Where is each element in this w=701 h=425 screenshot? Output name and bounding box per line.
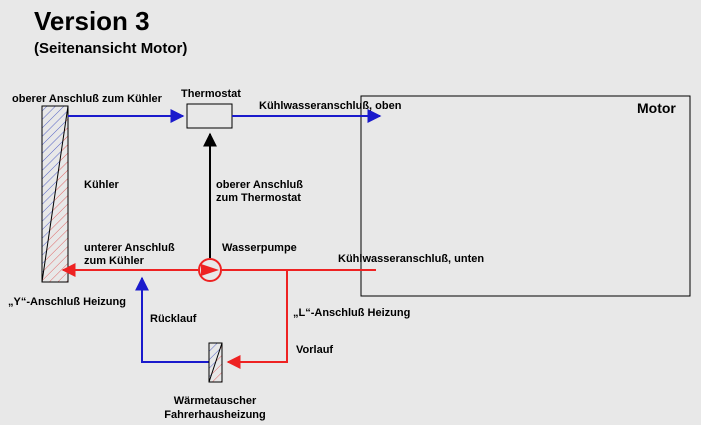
page-title: Version 3 bbox=[34, 6, 150, 36]
label-lower-radiator-1: unterer Anschluß bbox=[84, 242, 175, 254]
label-upper-thermostat-2: zum Thermostat bbox=[216, 192, 301, 204]
label-l-junction: „L“-Anschluß Heizung bbox=[293, 307, 410, 319]
label-upper-radiator: oberer Anschluß zum Kühler bbox=[12, 93, 163, 105]
label-ruecklauf: Rücklauf bbox=[150, 313, 197, 325]
label-coolant-bottom: Kühlwasseranschluß, unten bbox=[338, 253, 484, 265]
label-y-junction: „Y“-Anschluß Heizung bbox=[8, 296, 126, 308]
label-heat-exchanger-1: Wärmetauscher bbox=[174, 395, 257, 407]
page-subtitle: (Seitenansicht Motor) bbox=[34, 40, 187, 57]
thermostat-box bbox=[186, 103, 233, 129]
water-pump-icon bbox=[198, 258, 222, 282]
label-coolant-top: Kühlwasseranschluß, oben bbox=[259, 100, 402, 112]
motor-label: Motor bbox=[637, 100, 676, 116]
ruecklauf-line bbox=[135, 276, 209, 363]
label-vorlauf: Vorlauf bbox=[296, 344, 333, 356]
label-upper-thermostat-1: oberer Anschluß bbox=[216, 179, 303, 191]
radiator bbox=[41, 105, 69, 283]
vorlauf-line bbox=[226, 270, 288, 369]
label-thermostat: Thermostat bbox=[181, 88, 241, 100]
label-heat-exchanger-2: Fahrerhausheizung bbox=[164, 409, 265, 421]
label-water-pump: Wasserpumpe bbox=[222, 242, 297, 254]
heat-exchanger bbox=[208, 342, 223, 383]
motor-block bbox=[360, 95, 691, 297]
label-radiator: Kühler bbox=[84, 179, 120, 191]
label-lower-radiator-2: zum Kühler bbox=[84, 255, 145, 267]
